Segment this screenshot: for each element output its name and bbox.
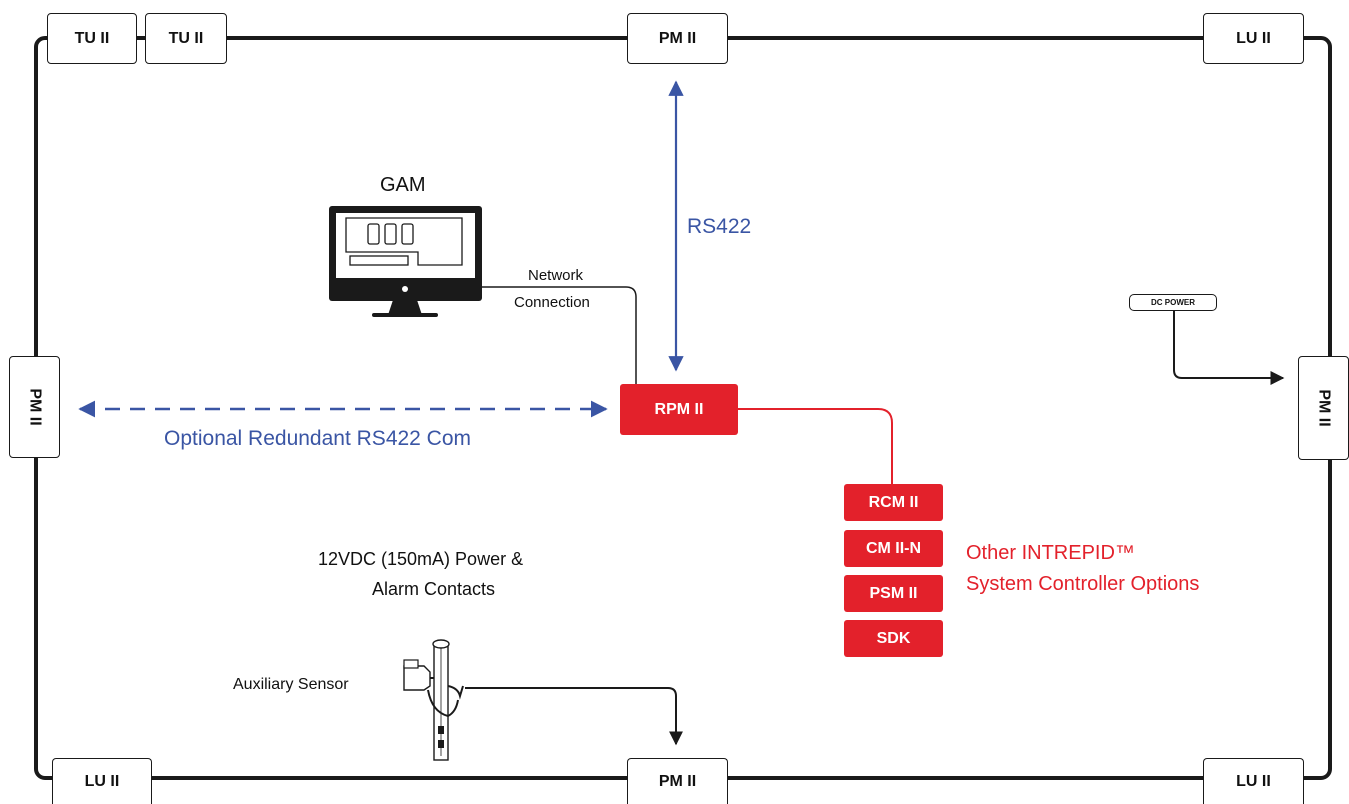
tu-ii-box-left-1[interactable]: TU II [47,13,137,64]
controller-option-cm[interactable]: CM II-N [844,530,943,567]
power-label-line2: Alarm Contacts [372,579,496,599]
pm-ii-box-top[interactable]: PM II [627,13,728,64]
network-label-line1: Network [528,267,584,284]
pm-ii-box-left[interactable]: PM II [9,356,60,458]
dc-power-line [1173,310,1285,385]
lu-ii-box-bottom-right[interactable]: LU II [1203,758,1304,804]
power-label-line1: 12VDC (150mA) Power & [318,549,524,569]
aux-sensor-label: Auxiliary Sensor [233,676,349,693]
rs422-label: RS422 [687,215,752,238]
tu-ii-box-left-2[interactable]: TU II [145,13,227,64]
pm-ii-box-right-label: PM II [1315,389,1333,427]
network-connection-line [482,286,637,384]
dc-power-box[interactable]: DC POWER [1129,294,1217,311]
aux-sensor-line [465,687,683,746]
optional-com-label: Optional Redundant RS422 Com [164,427,472,450]
gam-label: GAM [380,174,426,196]
controller-option-psm[interactable]: PSM II [844,575,943,612]
pm-ii-box-left-label: PM II [26,388,44,426]
pm-ii-box-right[interactable]: PM II [1298,356,1349,460]
network-label-line2: Connection [514,294,590,311]
controller-option-rcm[interactable]: RCM II [844,484,943,521]
rpm-ii-box[interactable]: RPM II [620,384,738,435]
computer-monitor-icon [329,206,482,317]
auxiliary-sensor-post-icon [403,639,464,761]
controller-option-sdk[interactable]: SDK [844,620,943,657]
lu-ii-box-top-right[interactable]: LU II [1203,13,1304,64]
other-options-label-line2: System Controller Options [966,573,1200,595]
pm-ii-box-bottom[interactable]: PM II [627,758,728,804]
other-options-label-line1: Other INTREPID™ [966,542,1135,564]
lu-ii-box-bottom-left[interactable]: LU II [52,758,152,804]
controller-options-link [738,408,893,484]
